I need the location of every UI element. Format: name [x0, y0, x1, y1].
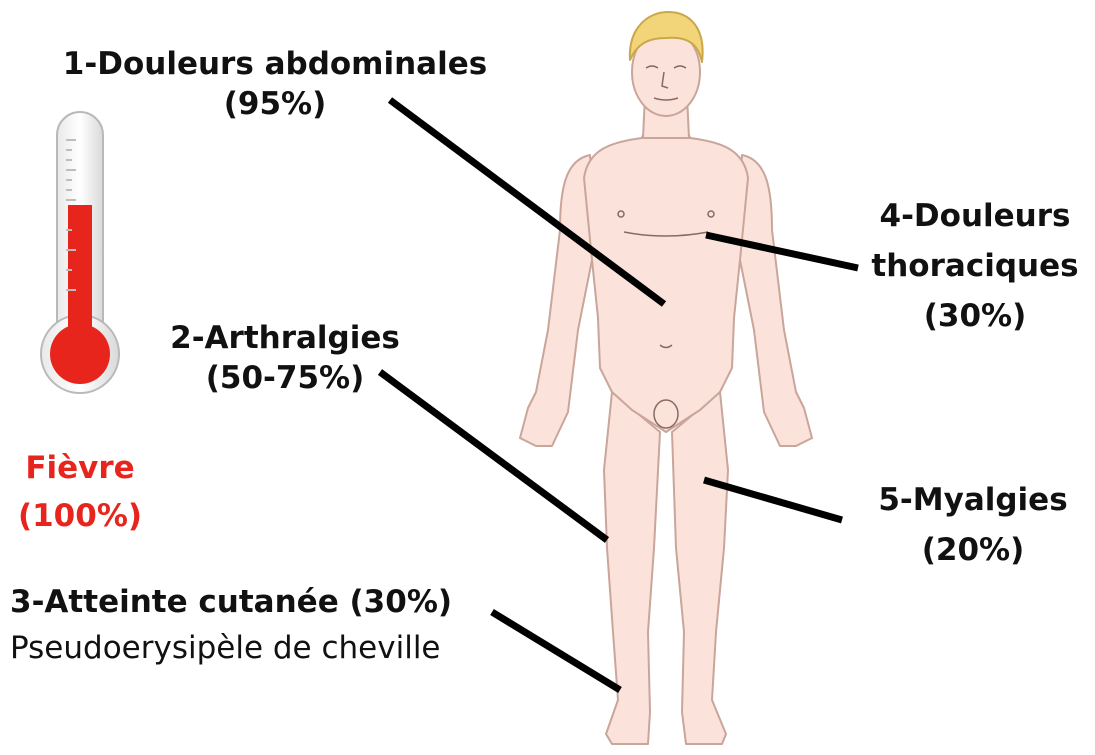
- leader-skin: [492, 612, 620, 690]
- label-myalgia: 5-Myalgies (20%): [858, 480, 1088, 570]
- human-body-figure: [520, 12, 812, 744]
- label-fever-title: Fièvre: [0, 448, 160, 488]
- label-myalgia-pct: (20%): [858, 530, 1088, 570]
- label-skin-detail: Pseudoerysipèle de cheville: [10, 628, 452, 668]
- label-thoracic-line2: thoraciques: [860, 246, 1090, 286]
- label-fever: Fièvre (100%): [0, 448, 160, 536]
- label-arthralgia-pct: (50-75%): [150, 358, 420, 398]
- label-fever-pct: (100%): [0, 496, 160, 536]
- label-thoracic-pct: (30%): [860, 296, 1090, 336]
- label-abdominal: 1-Douleurs abdominales (95%): [40, 44, 510, 124]
- label-thoracic: 4-Douleurs thoraciques (30%): [860, 196, 1090, 336]
- label-skin-title: 3-Atteinte cutanée (30%): [10, 582, 452, 622]
- label-abdominal-title: 1-Douleurs abdominales: [40, 44, 510, 84]
- label-abdominal-pct: (95%): [40, 84, 510, 124]
- label-arthralgia: 2-Arthralgies (50-75%): [150, 318, 420, 398]
- label-skin: 3-Atteinte cutanée (30%) Pseudoerysipèle…: [10, 582, 452, 668]
- thermometer-icon: [41, 112, 119, 393]
- label-myalgia-title: 5-Myalgies: [858, 480, 1088, 520]
- label-thoracic-line1: 4-Douleurs: [860, 196, 1090, 236]
- label-arthralgia-title: 2-Arthralgies: [150, 318, 420, 358]
